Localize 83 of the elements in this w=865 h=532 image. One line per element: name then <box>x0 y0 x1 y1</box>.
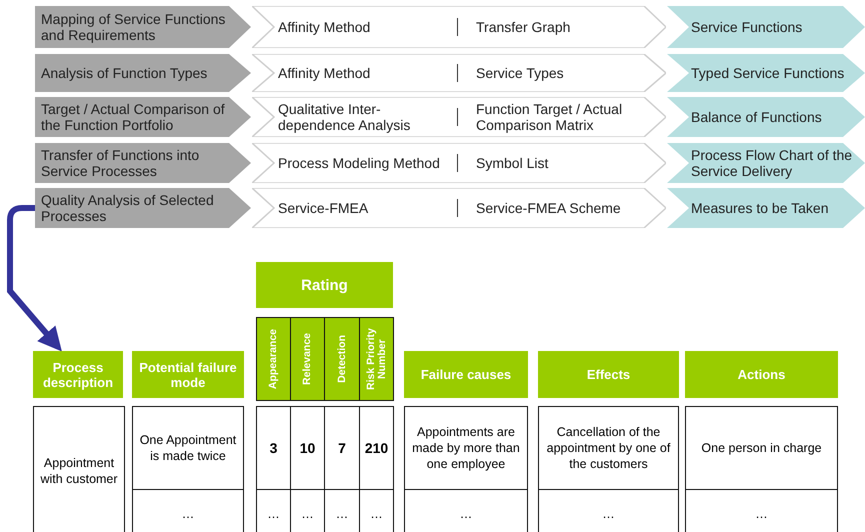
column-header <box>538 351 679 398</box>
cell-text: One person in charge <box>701 440 822 456</box>
column-header <box>132 351 244 398</box>
cell-text: … <box>755 506 768 522</box>
method-box <box>252 143 666 183</box>
method-label: Process Modeling Method <box>278 155 441 171</box>
cell-text: 3 <box>270 440 278 456</box>
column-header <box>256 262 393 308</box>
step-title-box <box>35 97 251 137</box>
header-label: Process description <box>42 360 114 390</box>
table-cell <box>33 406 125 532</box>
rating-subheader <box>324 317 360 401</box>
result-label: Measures to be Taken <box>691 200 828 216</box>
column-header <box>685 351 838 398</box>
cell-text: … <box>301 506 314 522</box>
cell-text: 7 <box>338 440 346 456</box>
column-header <box>404 351 528 398</box>
method-box <box>252 97 666 137</box>
result-box <box>667 188 865 228</box>
table-cell <box>132 489 244 532</box>
method-label: Qualitative Inter-dependence Analysis <box>278 101 412 133</box>
cell-text: … <box>267 506 280 522</box>
rating-subheader <box>290 317 325 401</box>
header-label: Detection <box>336 335 348 383</box>
header-label: Risk Priority Number <box>366 327 388 392</box>
result-label: Service Functions <box>691 19 802 35</box>
rating-cell <box>256 406 291 490</box>
header-label: Appearance <box>268 328 279 390</box>
cell-text: … <box>336 506 348 522</box>
header-label: Rating <box>301 278 348 292</box>
result-label: Balance of Functions <box>691 109 822 125</box>
result-label: Process Flow Chart of the Service Delivery <box>691 147 854 179</box>
step-title-box <box>35 54 251 92</box>
table-cell <box>132 406 244 490</box>
cell-text: … <box>182 506 194 522</box>
method-box <box>252 6 666 48</box>
step-label: Transfer of Functions into Service Processes <box>41 147 200 179</box>
result-label: Typed Service Functions <box>691 65 844 81</box>
method-label: Affinity Method <box>278 19 372 35</box>
cell-text: One Appointment is made twice <box>138 432 238 464</box>
step-title-box <box>35 143 251 183</box>
header-label: Actions <box>738 367 786 382</box>
table-cell <box>404 406 528 490</box>
table-cell <box>685 406 838 490</box>
step-label: Mapping of Service Functions and Requirements <box>41 11 226 43</box>
step-title-box <box>35 6 251 48</box>
method-box <box>252 54 666 92</box>
table-cell <box>685 489 838 532</box>
cell-text: 210 <box>364 440 388 456</box>
rating-subheader <box>359 317 394 401</box>
header-label: Potential failure mode <box>138 360 238 390</box>
table-cell <box>538 406 679 490</box>
column-header <box>33 351 123 398</box>
tool-label: Service-FMEA Scheme <box>476 200 622 216</box>
step-label: Quality Analysis of Selected Processes <box>41 192 215 224</box>
cell-text: Cancellation of the appointment by one of the customers <box>546 424 672 472</box>
cell-text: … <box>460 506 472 522</box>
header-label: Effects <box>586 367 630 382</box>
cell-text: … <box>370 506 383 522</box>
method-box <box>252 188 666 228</box>
step-title-box <box>35 188 251 228</box>
step-label: Analysis of Function Types <box>41 65 208 81</box>
table-cell <box>538 489 679 532</box>
table-cell <box>404 489 528 532</box>
result-box <box>667 143 865 183</box>
cell-text: Appointment with customer <box>39 455 119 487</box>
method-label: Service-FMEA <box>278 200 370 216</box>
header-label: Failure causes <box>420 367 512 382</box>
cell-text: 10 <box>300 440 316 456</box>
header-label: Relevance <box>302 333 313 385</box>
cell-text: Appointments are made by more than one employee <box>411 424 521 472</box>
tool-label: Symbol List <box>476 155 550 171</box>
result-box <box>667 97 865 137</box>
tool-label: Service Types <box>476 65 565 81</box>
method-label: Affinity Method <box>278 65 372 81</box>
tool-label: Transfer Graph <box>476 19 572 35</box>
rating-subheader <box>256 317 291 401</box>
tool-label: Function Target / Actual Comparison Matrix <box>476 101 624 133</box>
step-label: Target / Actual Comparison of the Function Portfolio <box>41 101 226 133</box>
result-box <box>667 6 865 48</box>
cell-text: … <box>602 506 615 522</box>
result-box <box>667 54 865 92</box>
rating-cell <box>359 406 394 490</box>
